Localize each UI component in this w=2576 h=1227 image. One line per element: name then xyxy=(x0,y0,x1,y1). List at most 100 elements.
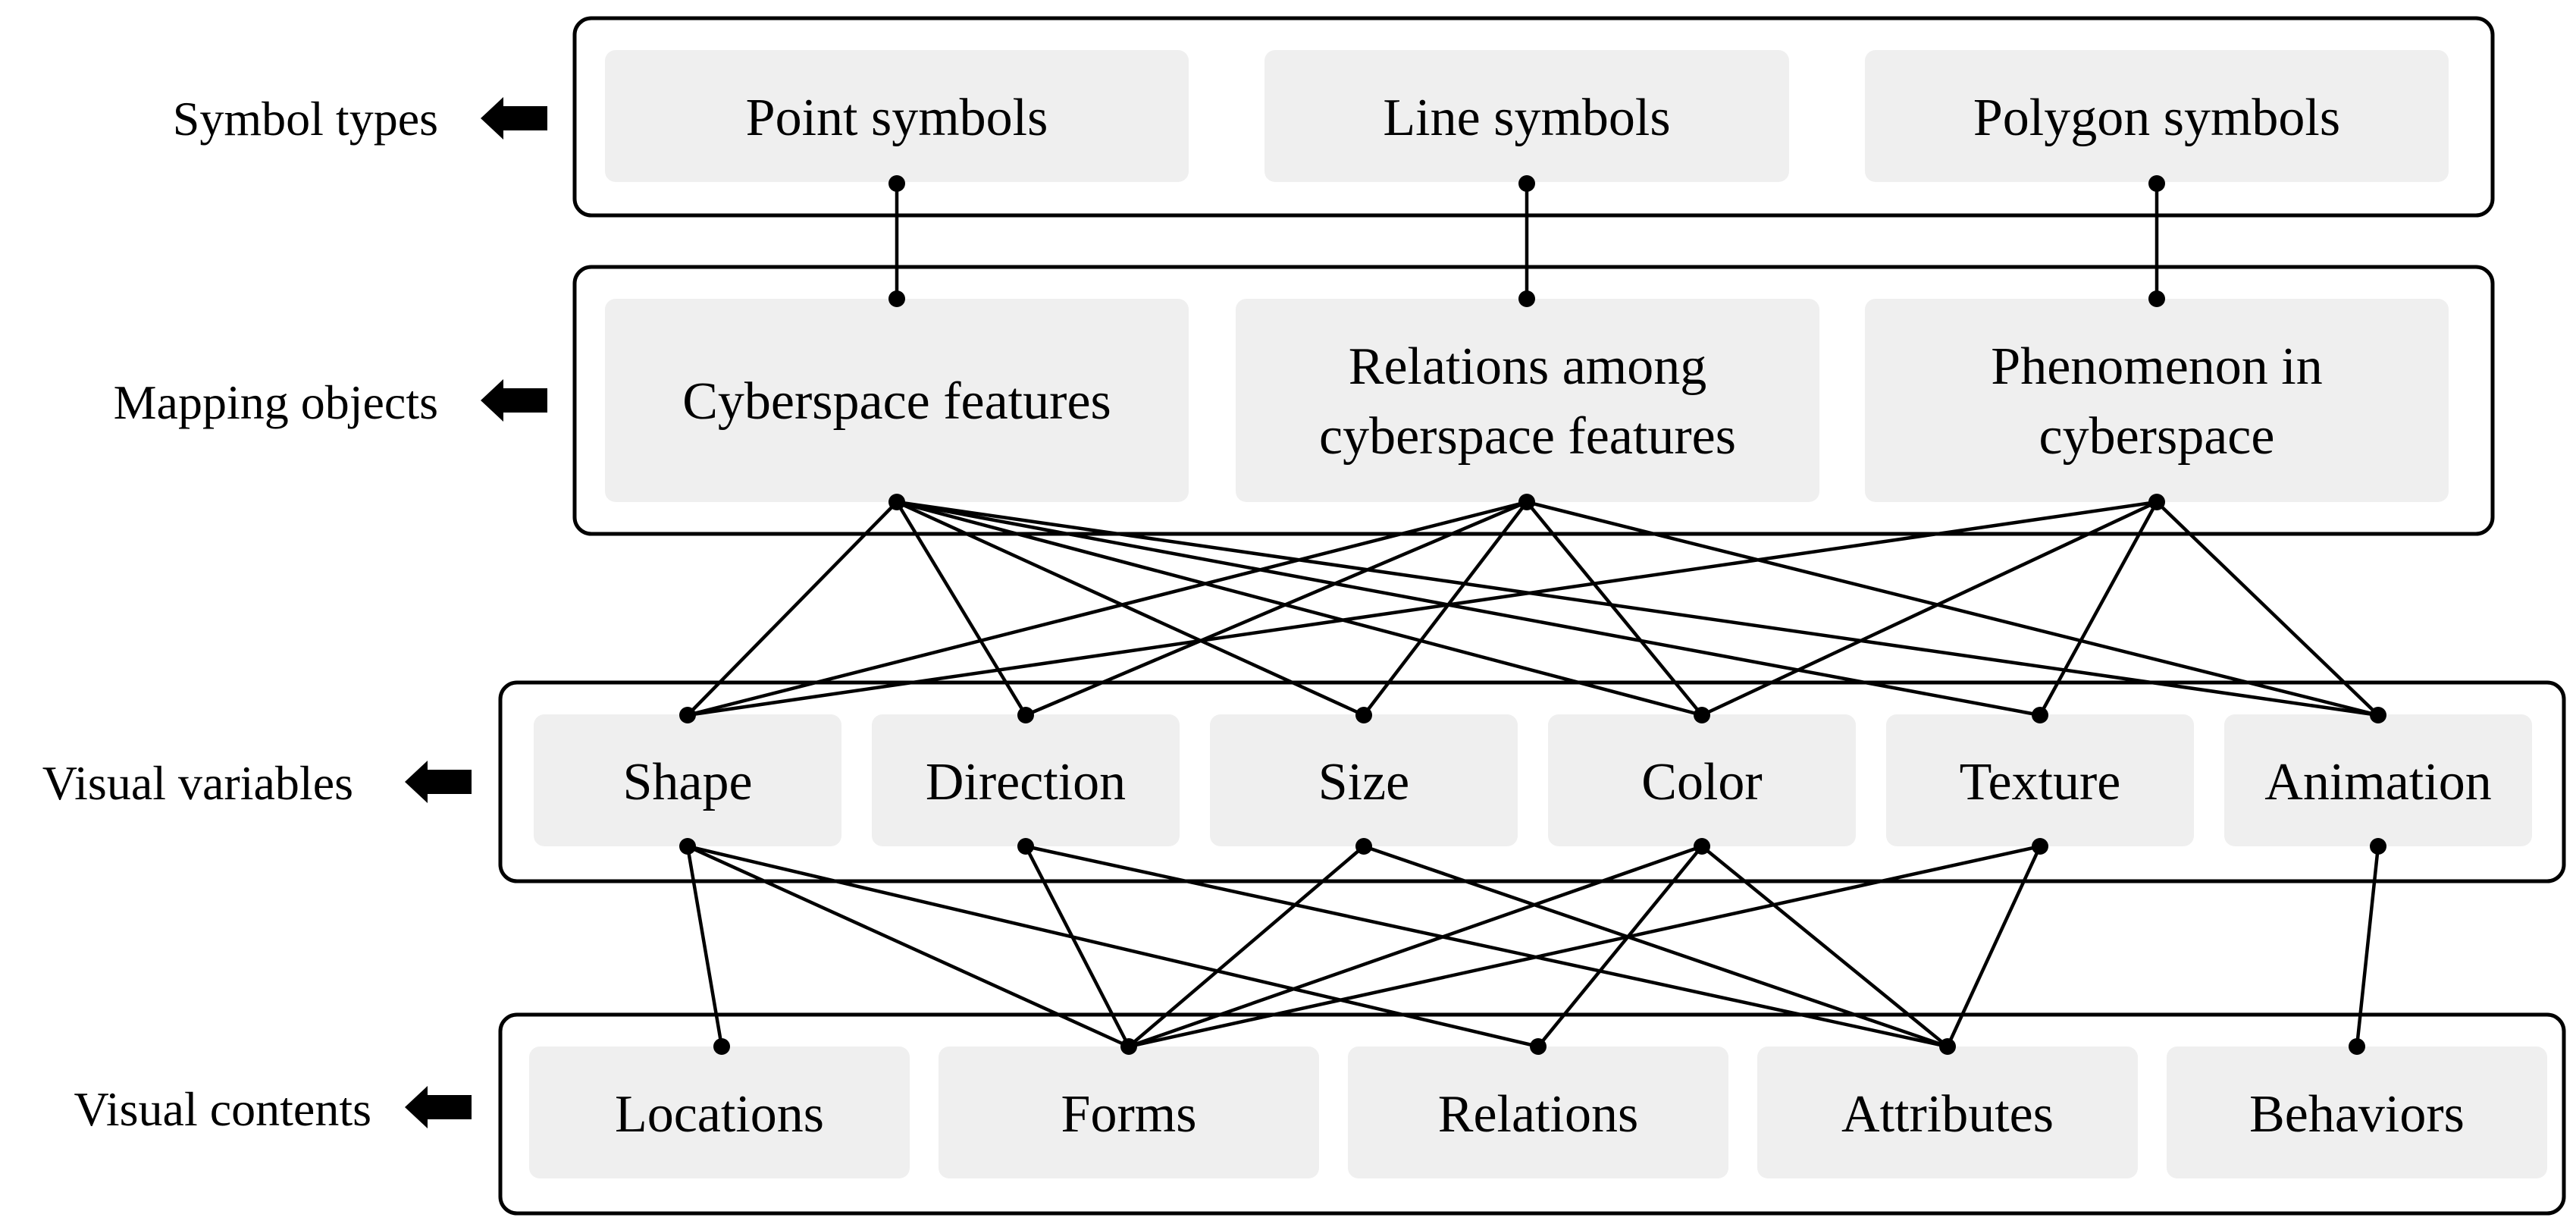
connector-dot xyxy=(2148,175,2165,192)
connector-dot xyxy=(713,1038,730,1055)
frame-visual-contents xyxy=(498,1012,2566,1216)
connector-dot xyxy=(1017,707,1034,723)
row-visual-contents: Visual contents xyxy=(74,1082,472,1136)
node-label: Point symbols xyxy=(746,89,1048,147)
link-mapping-to-variable xyxy=(1362,501,1528,717)
node-cyberspace-features: Cyberspace features xyxy=(605,299,1189,502)
connector-dot xyxy=(2148,290,2165,307)
link-variable-to-content xyxy=(1023,845,1131,1048)
link-variable-to-content xyxy=(1025,844,1948,1049)
node-phenomenon-in-cyberspace: Phenomenon in cyberspace xyxy=(1865,299,2449,502)
connector-dot xyxy=(1530,1038,1547,1055)
row-mapping-objects: Mapping objects xyxy=(114,375,547,429)
connector-dot xyxy=(1518,494,1535,510)
node-texture: Texture xyxy=(1886,714,2194,846)
link-variable-to-content xyxy=(1128,844,2041,1049)
link-mapping-to-variable xyxy=(2155,501,2380,717)
link-variable-to-content xyxy=(2355,846,2380,1047)
link-mapping-to-variable xyxy=(1701,500,2158,717)
node-label: Locations xyxy=(615,1085,824,1144)
left-arrow-icon xyxy=(481,97,547,140)
node-shape: Shape xyxy=(534,714,841,846)
node-label: Behaviors xyxy=(2249,1085,2465,1144)
connector-dot xyxy=(2370,707,2386,723)
link-mapping-to-variable xyxy=(687,500,1528,717)
connector-dot xyxy=(1694,838,1710,855)
connector-dot xyxy=(2032,707,2048,723)
node-label: Polygon symbols xyxy=(1973,89,2340,147)
node-locations: Locations xyxy=(529,1047,910,1178)
node-relations-among-cyberspace-features: Relations among cyberspace features xyxy=(1236,299,1819,502)
node-label: Line symbols xyxy=(1383,89,1670,147)
node-label: Shape xyxy=(622,753,752,811)
node-forms: Forms xyxy=(939,1047,1319,1178)
link-variable-to-content xyxy=(1363,844,1948,1049)
node-label-line-2: cyberspace xyxy=(2039,407,2275,466)
row-label: Mapping objects xyxy=(114,375,438,429)
link-mapping-to-variable xyxy=(896,500,1365,717)
connector-dot xyxy=(679,707,696,723)
connector-dot xyxy=(1518,290,1535,307)
node-label: Cyberspace features xyxy=(682,372,1111,431)
node-behaviors: Behaviors xyxy=(2167,1047,2547,1178)
link-mapping-to-variable xyxy=(1526,500,2379,717)
frame-symbol-types xyxy=(572,16,2495,218)
node-label: Forms xyxy=(1061,1085,1197,1144)
link-mapping-to-variable xyxy=(896,500,2041,717)
link-mapping-to-variable xyxy=(896,500,1703,717)
left-arrow-icon xyxy=(405,761,472,803)
connector-dot xyxy=(2349,1038,2365,1055)
link-variable-to-content xyxy=(687,844,1130,1049)
connector-dot xyxy=(1694,707,1710,723)
connector-dot xyxy=(2032,838,2048,855)
left-arrow-icon xyxy=(481,379,547,422)
node-label: Direction xyxy=(926,753,1126,811)
frame-mapping-objects xyxy=(572,265,2495,536)
connector-dot xyxy=(1355,838,1372,855)
link-mapping-to-variable xyxy=(686,501,898,717)
row-label: Symbol types xyxy=(173,92,438,146)
link-variable-to-content xyxy=(1537,845,1703,1048)
node-direction: Direction xyxy=(872,714,1180,846)
connector-dot xyxy=(1120,1038,1137,1055)
link-variable-to-content xyxy=(685,846,724,1047)
node-label: Color xyxy=(1641,753,1762,811)
node-label: Texture xyxy=(1960,753,2121,811)
node-label-line-1: Relations among xyxy=(1349,337,1706,396)
link-mapping-to-variable xyxy=(2039,501,2158,717)
link-mapping-to-variable xyxy=(1525,501,1703,717)
connector-dot xyxy=(2370,838,2386,855)
node-label: Relations xyxy=(1438,1085,1638,1144)
link-variable-to-content xyxy=(687,844,1539,1049)
node-animation: Animation xyxy=(2224,714,2532,846)
link-mapping-to-variable xyxy=(896,500,2379,717)
link-variable-to-content xyxy=(1128,844,1703,1049)
frame-visual-variables xyxy=(498,680,2566,883)
link-mapping-to-variable xyxy=(687,500,2158,717)
node-label-line-2: cyberspace features xyxy=(1319,407,1736,466)
row-label: Visual variables xyxy=(42,756,353,810)
row-label: Visual contents xyxy=(74,1082,371,1136)
row-symbol-types: Symbol types xyxy=(173,92,547,146)
connector-dot xyxy=(888,290,905,307)
connector-dot xyxy=(888,175,905,192)
link-mapping-to-variable xyxy=(895,501,1027,717)
node-label: Size xyxy=(1318,753,1410,811)
connector-dots xyxy=(679,175,2386,1055)
left-arrow-icon xyxy=(405,1086,472,1128)
node-relations: Relations xyxy=(1348,1047,1728,1178)
node-point-symbols: Point symbols xyxy=(605,50,1189,182)
connector-lines xyxy=(685,184,2380,1049)
link-mapping-to-variable xyxy=(1025,500,1528,717)
node-line-symbols: Line symbols xyxy=(1264,50,1789,182)
connector-dot xyxy=(1939,1038,1956,1055)
node-label: Animation xyxy=(2264,753,2491,811)
node-label-line-1: Phenomenon in xyxy=(1991,337,2322,396)
link-variable-to-content xyxy=(1945,846,2042,1047)
connector-dot xyxy=(2148,494,2165,510)
row-visual-variables: Visual variables xyxy=(42,756,472,810)
connector-dot xyxy=(679,838,696,855)
link-variable-to-content xyxy=(1127,845,1365,1048)
node-polygon-symbols: Polygon symbols xyxy=(1865,50,2449,182)
